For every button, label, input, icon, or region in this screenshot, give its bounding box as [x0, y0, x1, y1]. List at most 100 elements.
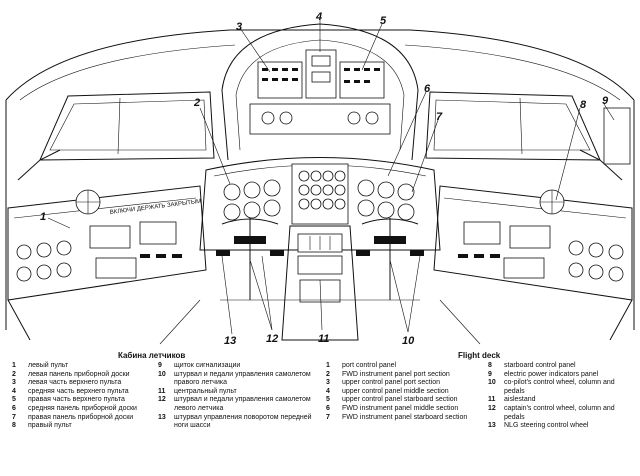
fan-right — [539, 189, 565, 215]
legend-ru-item-text: штурвал и педали управления самолетом пр… — [174, 370, 311, 387]
legend-ru-item-text: правая панель приборной доски — [28, 413, 134, 421]
legend-ru-item-text: правый пульт — [28, 422, 72, 430]
callout-10: 10 — [402, 335, 415, 345]
legend-en-item-number: 11 — [488, 396, 496, 404]
legend-ru-item-text: правая часть верхнего пульта — [28, 396, 125, 404]
legend-en-item: 6 FWD instrument panel middle section — [326, 405, 484, 414]
legend-en-item-text: upper control panel starboard section — [342, 396, 458, 404]
legend-ru-item-number: 1 — [12, 362, 16, 369]
legend-ru-item-number: 4 — [12, 387, 16, 395]
legend-ru-item-number: 12 — [158, 396, 166, 404]
legend-ru-item-number: 13 — [158, 413, 166, 421]
copilot-control-wheel — [356, 218, 424, 300]
legend-ru-item: 4 средняя часть верхнего пульта — [12, 388, 152, 397]
legend-en-item: 2 FWD instrument panel port section — [326, 371, 484, 380]
legend-ru-item: 6 средняя панель приборной доски — [12, 405, 152, 414]
legend-en-item-text: upper control panel port section — [342, 379, 441, 387]
legend-ru-item-text: штурвал и педали управления самолетом ле… — [174, 396, 311, 412]
legend-en-item: 11 aislestand — [488, 396, 636, 405]
legend-en-item-number: 6 — [326, 404, 330, 412]
callout-11: 11 — [318, 333, 329, 345]
legend-ru-item: 10 штурвал и педали управления самолетом … — [158, 371, 314, 388]
legend-ru-item-number: 11 — [158, 387, 166, 395]
legend-ru-item: 5 правая часть верхнего пульта — [12, 396, 152, 405]
overhead-panel — [221, 23, 419, 161]
legend-en-item-number: 3 — [326, 379, 330, 387]
callout-9: 9 — [602, 95, 609, 107]
windshield-right — [425, 91, 623, 181]
legend-ru-item: 13 штурвал управления поворотом передней … — [158, 414, 314, 431]
legend-ru-item-number: 3 — [12, 379, 16, 387]
legend-en-item-number: 9 — [488, 370, 492, 378]
fan-left — [75, 189, 101, 215]
windshield-left — [17, 91, 215, 181]
legend-en-item-number: 2 — [326, 370, 330, 378]
legend-ru-item-text: левая часть верхнего пульта — [28, 379, 122, 387]
callout-12: 12 — [266, 333, 278, 345]
legend-en-item: 7 FWD instrument panel starboard section — [326, 414, 484, 423]
legend-ru-item-number: 6 — [12, 404, 16, 412]
legend-ru-item-text: левая панель приборной доски — [28, 370, 130, 378]
callout-6: 6 — [424, 83, 431, 95]
legend-en-item-number: 7 — [326, 413, 330, 421]
legend-ru-item: 8 правый пульт — [12, 422, 152, 431]
legend-en-item-text: upper control panel middle section — [342, 387, 449, 395]
legend-en-title: Flight deck — [458, 351, 501, 360]
legend-en-item: 5 upper control panel starboard section — [326, 396, 484, 405]
legend-en-item-number: 4 — [326, 387, 330, 395]
legend-ru-item-number: 5 — [12, 396, 16, 404]
port-console — [7, 185, 207, 341]
floor — [159, 299, 481, 345]
legend-ru-item-number: 2 — [12, 370, 16, 378]
legend-en-item-text: FWD instrument panel middle section — [342, 404, 459, 412]
callout-4: 4 — [315, 11, 322, 23]
legend-ru-item-number: 10 — [158, 370, 166, 378]
callout-7: 7 — [436, 111, 443, 123]
legend-ru-item-text: щиток сигнализации — [174, 362, 241, 369]
legend-ru-item-text: средняя панель приборной доски — [28, 404, 137, 412]
legend-ru-col2: 9 щиток сигнализации 10 штурвал и педали уп… — [158, 362, 314, 431]
side-window-right — [603, 107, 631, 165]
legend-ru-item-number: 8 — [12, 422, 16, 430]
legend-en-item-text: FWD instrument panel starboard section — [342, 413, 468, 421]
legend-ru-item-text: штурвал управления поворотом передней но… — [174, 413, 312, 430]
legend-ru-item: 9 щиток сигнализации — [158, 362, 314, 371]
legend-ru-title: Кабина летчиков — [118, 351, 186, 360]
legend-en-item-text: NLG steering control wheel — [504, 422, 589, 430]
legend-en-item-text: aislestand — [504, 396, 536, 404]
callout-3: 3 — [236, 21, 242, 33]
callouts: 1 2 3 4 5 6 7 8 9 10 11 12 13 — [40, 11, 609, 345]
legend-en-item-text: FWD instrument panel port section — [342, 370, 450, 378]
legend-ru-item: 1 левый пульт — [12, 362, 152, 371]
legend-en-item: 10 co-pilot's control wheel, column and p… — [488, 379, 636, 396]
callout-2: 2 — [193, 97, 200, 109]
legend-en-item-text: port control panel — [342, 362, 397, 369]
legend-ru-col1: 1 левый пульт 2 левая панель приборной доск… — [12, 362, 152, 431]
legend-ru-item-text: средняя часть верхнего пульта — [28, 387, 129, 395]
legend-ru-item: 2 левая панель приборной доски — [12, 371, 152, 380]
legend-en-item: 4 upper control panel middle section — [326, 388, 484, 397]
callout-8: 8 — [580, 99, 587, 111]
main-instrument-panel — [199, 157, 441, 251]
leader-lines — [47, 20, 615, 335]
legend-ru-item-text: левый пульт — [28, 362, 69, 369]
callout-1: 1 — [40, 211, 46, 223]
legend-en-item-number: 13 — [488, 422, 496, 430]
legend-en-item-text: co-pilot's control wheel, column and ped… — [504, 379, 615, 395]
legend-en-item-text: starboard control panel — [504, 362, 576, 369]
callout-5: 5 — [380, 15, 387, 27]
legend-en-item-number: 10 — [488, 379, 496, 387]
legend-en-item-number: 5 — [326, 396, 330, 404]
legend-en-item-text: captain's control wheel, column and peda… — [504, 404, 615, 421]
legend-en-item: 3 upper control panel port section — [326, 379, 484, 388]
cockpit-drawing: ВКЛЮЧИ ДЕРЖАТЬ ЗАКРЫТЫМ 1 2 3 4 5 6 7 8 … — [5, 11, 635, 345]
legend-ru-item-number: 9 — [158, 362, 162, 369]
legend-ru-item: 3 левая часть верхнего пульта — [12, 379, 152, 388]
